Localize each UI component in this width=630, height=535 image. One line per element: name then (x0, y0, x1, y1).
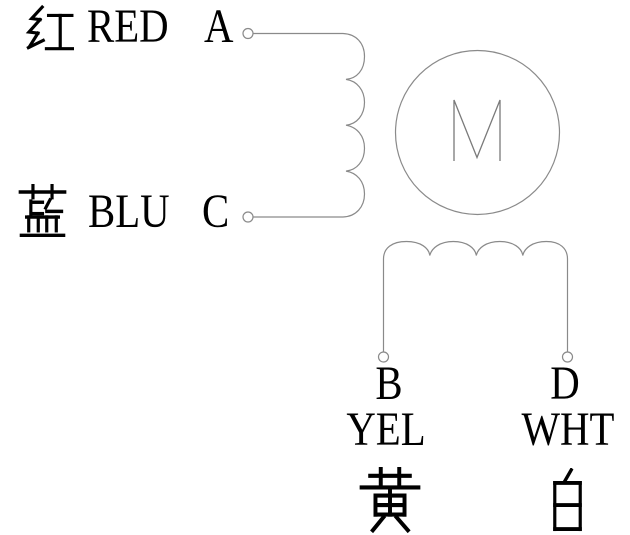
lead-d-color-label: WHT (521, 403, 615, 456)
hanzi-red-glyph: 红 (21, 4, 74, 56)
hanzi-white-glyph: 白 (541, 468, 594, 533)
terminal-b-letter: B (375, 357, 403, 410)
terminal-a-circle (242, 27, 254, 40)
winding-ac (342, 32, 366, 218)
lead-c-color-label: BLU (88, 185, 170, 238)
hanzi-yellow-glyph: 黄 (357, 467, 423, 535)
terminal-c-letter: C (202, 185, 230, 238)
terminal-c-circle (242, 211, 254, 223)
terminal-d-circle (561, 351, 574, 363)
winding-bd (382, 240, 569, 352)
lead-a-color-label: RED (87, 0, 169, 53)
hanzi-blue-glyph: 蓝 (16, 184, 69, 241)
motor-letter-m (453, 99, 501, 161)
motor-circle (394, 49, 561, 216)
terminal-b-circle (377, 351, 390, 363)
lead-b-color-label: YEL (346, 403, 426, 456)
terminal-a-letter: A (204, 0, 234, 53)
terminal-d-letter: D (550, 357, 580, 410)
